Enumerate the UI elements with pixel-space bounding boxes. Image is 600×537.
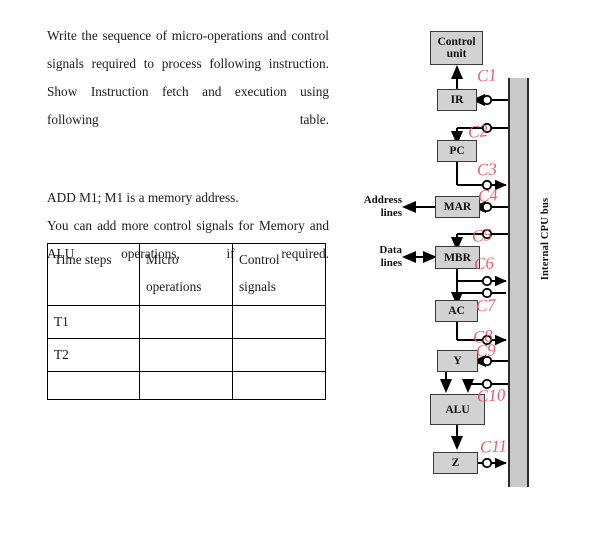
cell-time-step[interactable]: T1 [47,305,140,339]
block-mar[interactable]: MAR [435,196,480,218]
table-row: T2 [47,338,326,372]
cell-control-signals[interactable] [232,338,326,372]
paragraph-1: Write the sequence of micro-operations a… [47,28,329,127]
header-line-1: Micro [146,252,179,267]
cell-control-signals[interactable] [232,305,326,339]
label-data-lines: Data lines [360,244,402,270]
control-unit-label-line1: Control [437,36,476,48]
header-line-1: Control [239,252,280,267]
cell-time-step[interactable]: T2 [47,338,140,372]
block-pc[interactable]: PC [437,140,477,162]
header-line-2: signals [239,279,276,294]
address-lines-line2: lines [380,207,402,219]
data-lines-line2: lines [380,257,402,269]
internal-cpu-bus-label: Internal CPU bus [540,197,551,281]
cell-micro-operations[interactable] [139,338,233,372]
block-ac[interactable]: AC [435,300,478,322]
block-mbr[interactable]: MBR [435,246,480,269]
internal-cpu-bus [508,78,529,487]
paragraph-2: ADD M1; M1 is a memory address. [47,190,239,205]
block-alu[interactable]: ALU [430,394,485,425]
header-line-2: operations [146,279,202,294]
table-row [47,371,326,400]
block-ir[interactable]: IR [437,89,477,111]
header-line-1: Time steps [54,252,112,267]
address-lines-line1: Address [363,194,402,206]
table-header-micro-operations: Micro operations [139,243,233,306]
cell-control-signals[interactable] [232,371,326,400]
block-z[interactable]: Z [433,452,478,474]
block-control-unit[interactable]: Control unit [430,31,483,65]
table-row: T1 [47,305,326,339]
label-address-lines: Address lines [360,194,402,220]
control-unit-label: Control unit [437,36,475,60]
cell-micro-operations[interactable] [139,371,233,400]
data-lines-line1: Data [379,244,402,256]
block-y[interactable]: Y [437,350,478,372]
control-unit-label-line2: unit [446,48,467,60]
cell-time-step[interactable] [47,371,140,400]
control-gate-circles [481,94,493,469]
answer-table: Time steps Micro operations Control sign… [47,243,326,400]
